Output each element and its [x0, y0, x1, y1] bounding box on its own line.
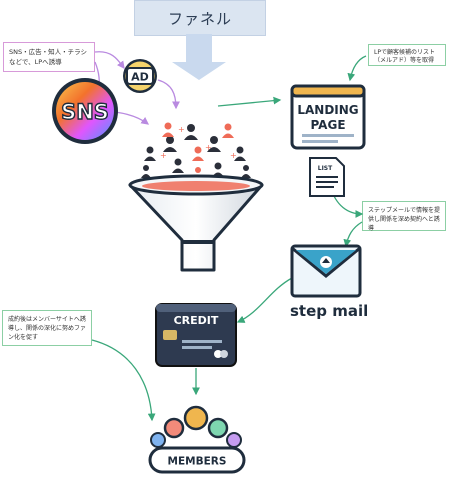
ad-badge-label: AD — [131, 71, 149, 84]
sns-icon — [52, 78, 118, 144]
note-sns: SNS・広告・知人・チラシなどで、LPへ誘導 — [3, 42, 95, 72]
connector-note-to-members — [91, 339, 156, 422]
connector-note-to-ad — [94, 51, 125, 70]
svg-text:+: + — [160, 151, 167, 160]
svg-text:+: + — [178, 125, 185, 134]
note-step-mail: ステップメールで情報を提供し関係を深め契約へと誘導 — [362, 201, 446, 232]
landing-page-icon — [290, 84, 366, 150]
connector-ad-to-crowd — [157, 79, 180, 110]
connector-crowd-to-lp — [217, 96, 282, 107]
credit-card-icon — [155, 303, 237, 367]
note-lp: LPで顧客候補のリスト（メルアド）等を取得 — [368, 44, 446, 66]
note-contract: 成約後はメンバーサイトへ誘導し、関係の深化に努めファン化を促す — [2, 310, 92, 346]
landing-page-label-line1: LANDING — [297, 103, 358, 117]
people-crowd-icon: + + + + — [141, 122, 251, 180]
ad-badge-icon — [123, 59, 157, 93]
members-group-icon — [148, 405, 246, 474]
connector-mail-to-credit — [236, 277, 293, 323]
funnel-icon — [128, 174, 264, 272]
members-label: MEMBERS — [168, 456, 227, 468]
sns-label: SNS — [61, 100, 109, 124]
list-document-icon — [309, 157, 345, 197]
step-mail-label: step mail — [290, 302, 369, 320]
svg-text:+: + — [205, 143, 212, 152]
list-label: LIST — [318, 165, 333, 172]
envelope-icon — [290, 244, 362, 298]
connector-sns-to-crowd — [114, 111, 150, 125]
connector-note-to-lp — [347, 55, 367, 82]
credit-card-label: CREDIT — [174, 314, 219, 327]
svg-text:+: + — [230, 151, 237, 160]
landing-page-label-line2: PAGE — [310, 118, 345, 132]
down-arrow-icon — [172, 34, 226, 80]
connector-note-to-mail — [343, 221, 363, 248]
funnel-title: ファネル — [134, 0, 266, 36]
